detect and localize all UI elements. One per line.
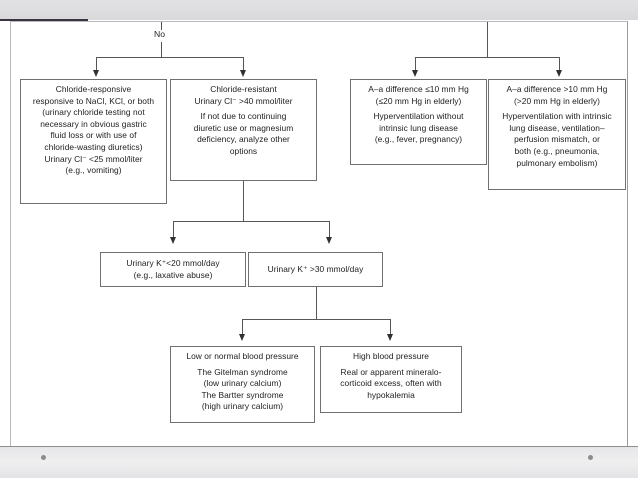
title-underline-rule [0, 19, 88, 21]
node-line: hypokalemia [367, 389, 415, 400]
node-line: Real or apparent mineralo- [340, 366, 442, 377]
connector-no-stem-lower [161, 42, 162, 57]
connector-right-split-bar [415, 57, 560, 58]
node-line: Urinary K⁺<20 mmol/day [126, 258, 220, 268]
node-line: High blood pressure [353, 351, 429, 361]
node-line: both (e.g., pneumonia, [514, 145, 600, 156]
node-line: The Gitelman syndrome [197, 366, 288, 377]
node-line: Low or normal blood pressure [186, 351, 299, 361]
node-line: (urinary chloride testing not [42, 107, 145, 118]
connector-right-stem [487, 22, 488, 57]
connector-right-branch-b [559, 57, 560, 72]
node-urinary-k-low[interactable]: Urinary K⁺<20 mmol/day (e.g., laxative a… [100, 252, 246, 287]
connector-khigh-stem [316, 287, 317, 319]
connector-k-split-bar [173, 221, 329, 222]
connector-bp-branch-a [242, 319, 243, 336]
node-line: perfusion mismatch, or [514, 134, 600, 145]
arrow-to-high-bp [387, 334, 393, 341]
node-chloride-responsive[interactable]: Chloride-responsive responsive to NaCl, … [20, 79, 167, 204]
node-line: diuretic use or magnesium [193, 122, 294, 133]
node-line: Hyperventilation with intrinsic [502, 111, 612, 122]
arrow-to-aa-difference-high [556, 70, 562, 77]
node-line: chloride-wasting diuretics) [44, 141, 143, 152]
node-line: (e.g., fever, pregnancy) [374, 134, 463, 145]
slide-footer-dot-right [588, 455, 593, 460]
arrow-to-chloride-responsive [93, 70, 99, 77]
node-aa-difference-high[interactable]: A–a difference >10 mm Hg (>20 mm Hg in e… [488, 79, 626, 190]
connector-no-stem [161, 22, 162, 30]
node-line: options [229, 145, 258, 156]
arrow-to-aa-difference-low [412, 70, 418, 77]
edge-label-no: No [154, 29, 165, 39]
arrow-to-chloride-resistant [240, 70, 246, 77]
connector-bp-split-bar [242, 319, 391, 320]
node-line: lung disease, ventilation– [509, 122, 605, 133]
node-line: (≤20 mm Hg in elderly) [375, 95, 462, 106]
connector-right-branch-a [415, 57, 416, 72]
node-aa-difference-low[interactable]: A–a difference ≤10 mm Hg (≤20 mm Hg in e… [350, 79, 487, 165]
node-line: The Bartter syndrome [201, 389, 284, 400]
node-line: A–a difference ≤10 mm Hg [368, 84, 469, 94]
arrow-to-urinary-k-low [170, 237, 176, 244]
node-line: Chloride-resistant [210, 84, 277, 94]
node-urinary-k-high[interactable]: Urinary K⁺ >30 mmol/day [248, 252, 383, 287]
slide-bottom-strip [0, 446, 638, 478]
arrow-to-urinary-k-high [326, 237, 332, 244]
node-line: Hyperventilation without [373, 111, 464, 122]
node-line: intrinsic lung disease [379, 122, 458, 133]
node-high-bp[interactable]: High blood pressure Real or apparent min… [320, 346, 462, 413]
node-line: (low urinary calcium) [203, 378, 282, 389]
slide-top-strip [0, 0, 638, 20]
slide-footer-dot-left [41, 455, 46, 460]
connector-bp-branch-b [390, 319, 391, 336]
node-line: (e.g., vomiting) [65, 165, 122, 176]
connector-resistant-stem [243, 181, 244, 221]
node-line: (high urinary calcium) [201, 401, 284, 412]
connector-left-branch-b [243, 57, 244, 72]
node-line: Urinary Cl⁻ <25 mmol/liter [44, 153, 143, 164]
node-chloride-resistant[interactable]: Chloride-resistant Urinary Cl⁻ >40 mmol/… [170, 79, 317, 181]
node-line: deficiency, analyze other [197, 134, 290, 145]
node-line: corticoid excess, often with [340, 378, 442, 389]
node-line: Urinary Cl⁻ >40 mmol/liter [194, 95, 293, 106]
connector-k-branch-b [329, 221, 330, 239]
node-line: (e.g., laxative abuse) [133, 269, 213, 280]
node-line: If not due to continuing [200, 111, 287, 122]
node-low-normal-bp[interactable]: Low or normal blood pressure The Gitelma… [170, 346, 315, 423]
node-line: responsive to NaCl, KCl, or both [32, 95, 155, 106]
connector-left-split-bar [96, 57, 244, 58]
node-line: necessary in obvious gastric [40, 118, 147, 129]
node-line: Urinary K⁺ >30 mmol/day [267, 264, 364, 274]
node-line: fluid loss or with use of [50, 130, 137, 141]
connector-k-branch-a [173, 221, 174, 239]
node-line: A–a difference >10 mm Hg [506, 84, 608, 94]
node-line: Chloride-responsive [55, 84, 132, 94]
connector-left-branch-a [96, 57, 97, 72]
node-line: (>20 mm Hg in elderly) [513, 95, 601, 106]
arrow-to-low-normal-bp [239, 334, 245, 341]
node-line: pulmonary embolism) [516, 157, 598, 168]
